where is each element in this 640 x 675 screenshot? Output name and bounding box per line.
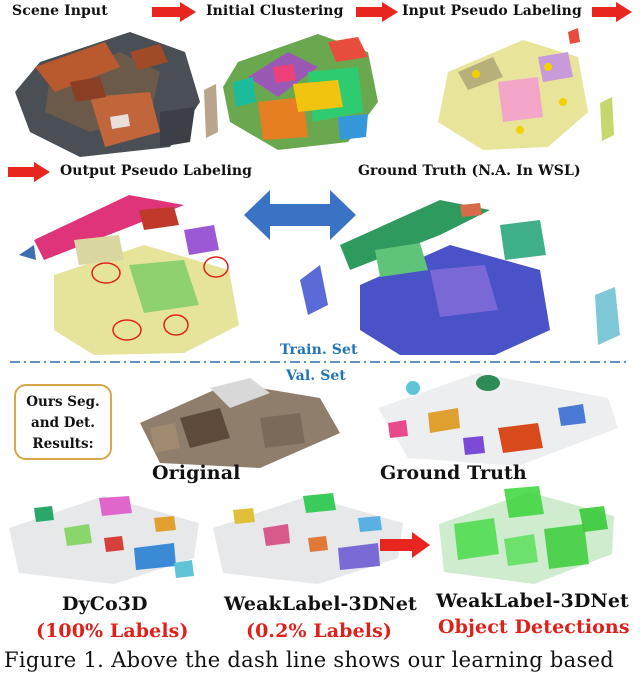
label-weaklabel-seg-sub: (0.2% Labels): [246, 620, 392, 642]
scene-input-render: [15, 32, 200, 157]
label-dyco3d: DyCo3D: [62, 593, 148, 615]
label-weaklabel-seg: WeakLabel-3DNet: [224, 593, 417, 615]
red-arrow-icon: [380, 532, 430, 558]
results-box-line2: and Det.: [31, 415, 95, 431]
red-arrow-icon: [592, 2, 632, 22]
train-val-dash-line: [10, 361, 630, 363]
label-weaklabel-det: WeakLabel-3DNet: [436, 590, 629, 612]
original-scene-render: [140, 378, 340, 468]
results-box: Ours Seg. and Det. Results:: [14, 384, 112, 460]
ground-truth-scene-render: [378, 373, 618, 466]
scene-input-debris: [204, 84, 218, 138]
label-ground-truth: Ground Truth: [380, 462, 527, 484]
double-arrow-icon: [244, 190, 356, 240]
red-arrow-icon: [152, 2, 196, 22]
label-ground-truth-wsl: Ground Truth (N.A. In WSL): [358, 163, 581, 179]
label-val-set: Val. Set: [286, 368, 346, 384]
results-box-line1: Ours Seg.: [26, 394, 100, 410]
label-scene-input: Scene Input: [12, 3, 108, 19]
dyco3d-render: [9, 496, 199, 584]
label-input-pseudo-labeling: Input Pseudo Labeling: [402, 3, 582, 19]
label-initial-clustering: Initial Clustering: [206, 3, 344, 19]
red-arrow-icon: [356, 2, 398, 22]
ground-truth-wsl-render: [300, 200, 620, 355]
red-arrow-icon: [8, 162, 50, 182]
label-original: Original: [152, 462, 241, 484]
label-dyco3d-sub: (100% Labels): [36, 620, 189, 642]
label-output-pseudo-labeling: Output Pseudo Labeling: [60, 163, 253, 179]
output-pseudo-labeling-render: [19, 195, 239, 355]
figure-caption: Figure 1. Above the dash line shows our …: [4, 648, 615, 672]
weaklabel-seg-render: [213, 493, 403, 584]
input-pseudo-labeling-debris: [600, 97, 614, 141]
weaklabel-det-render: [439, 486, 614, 584]
initial-clustering-render: [223, 34, 378, 150]
label-weaklabel-det-sub: Object Detections: [438, 616, 630, 638]
input-pseudo-labeling-render: [438, 28, 588, 150]
results-box-line3: Results:: [32, 436, 94, 452]
label-train-set: Train. Set: [280, 342, 358, 358]
